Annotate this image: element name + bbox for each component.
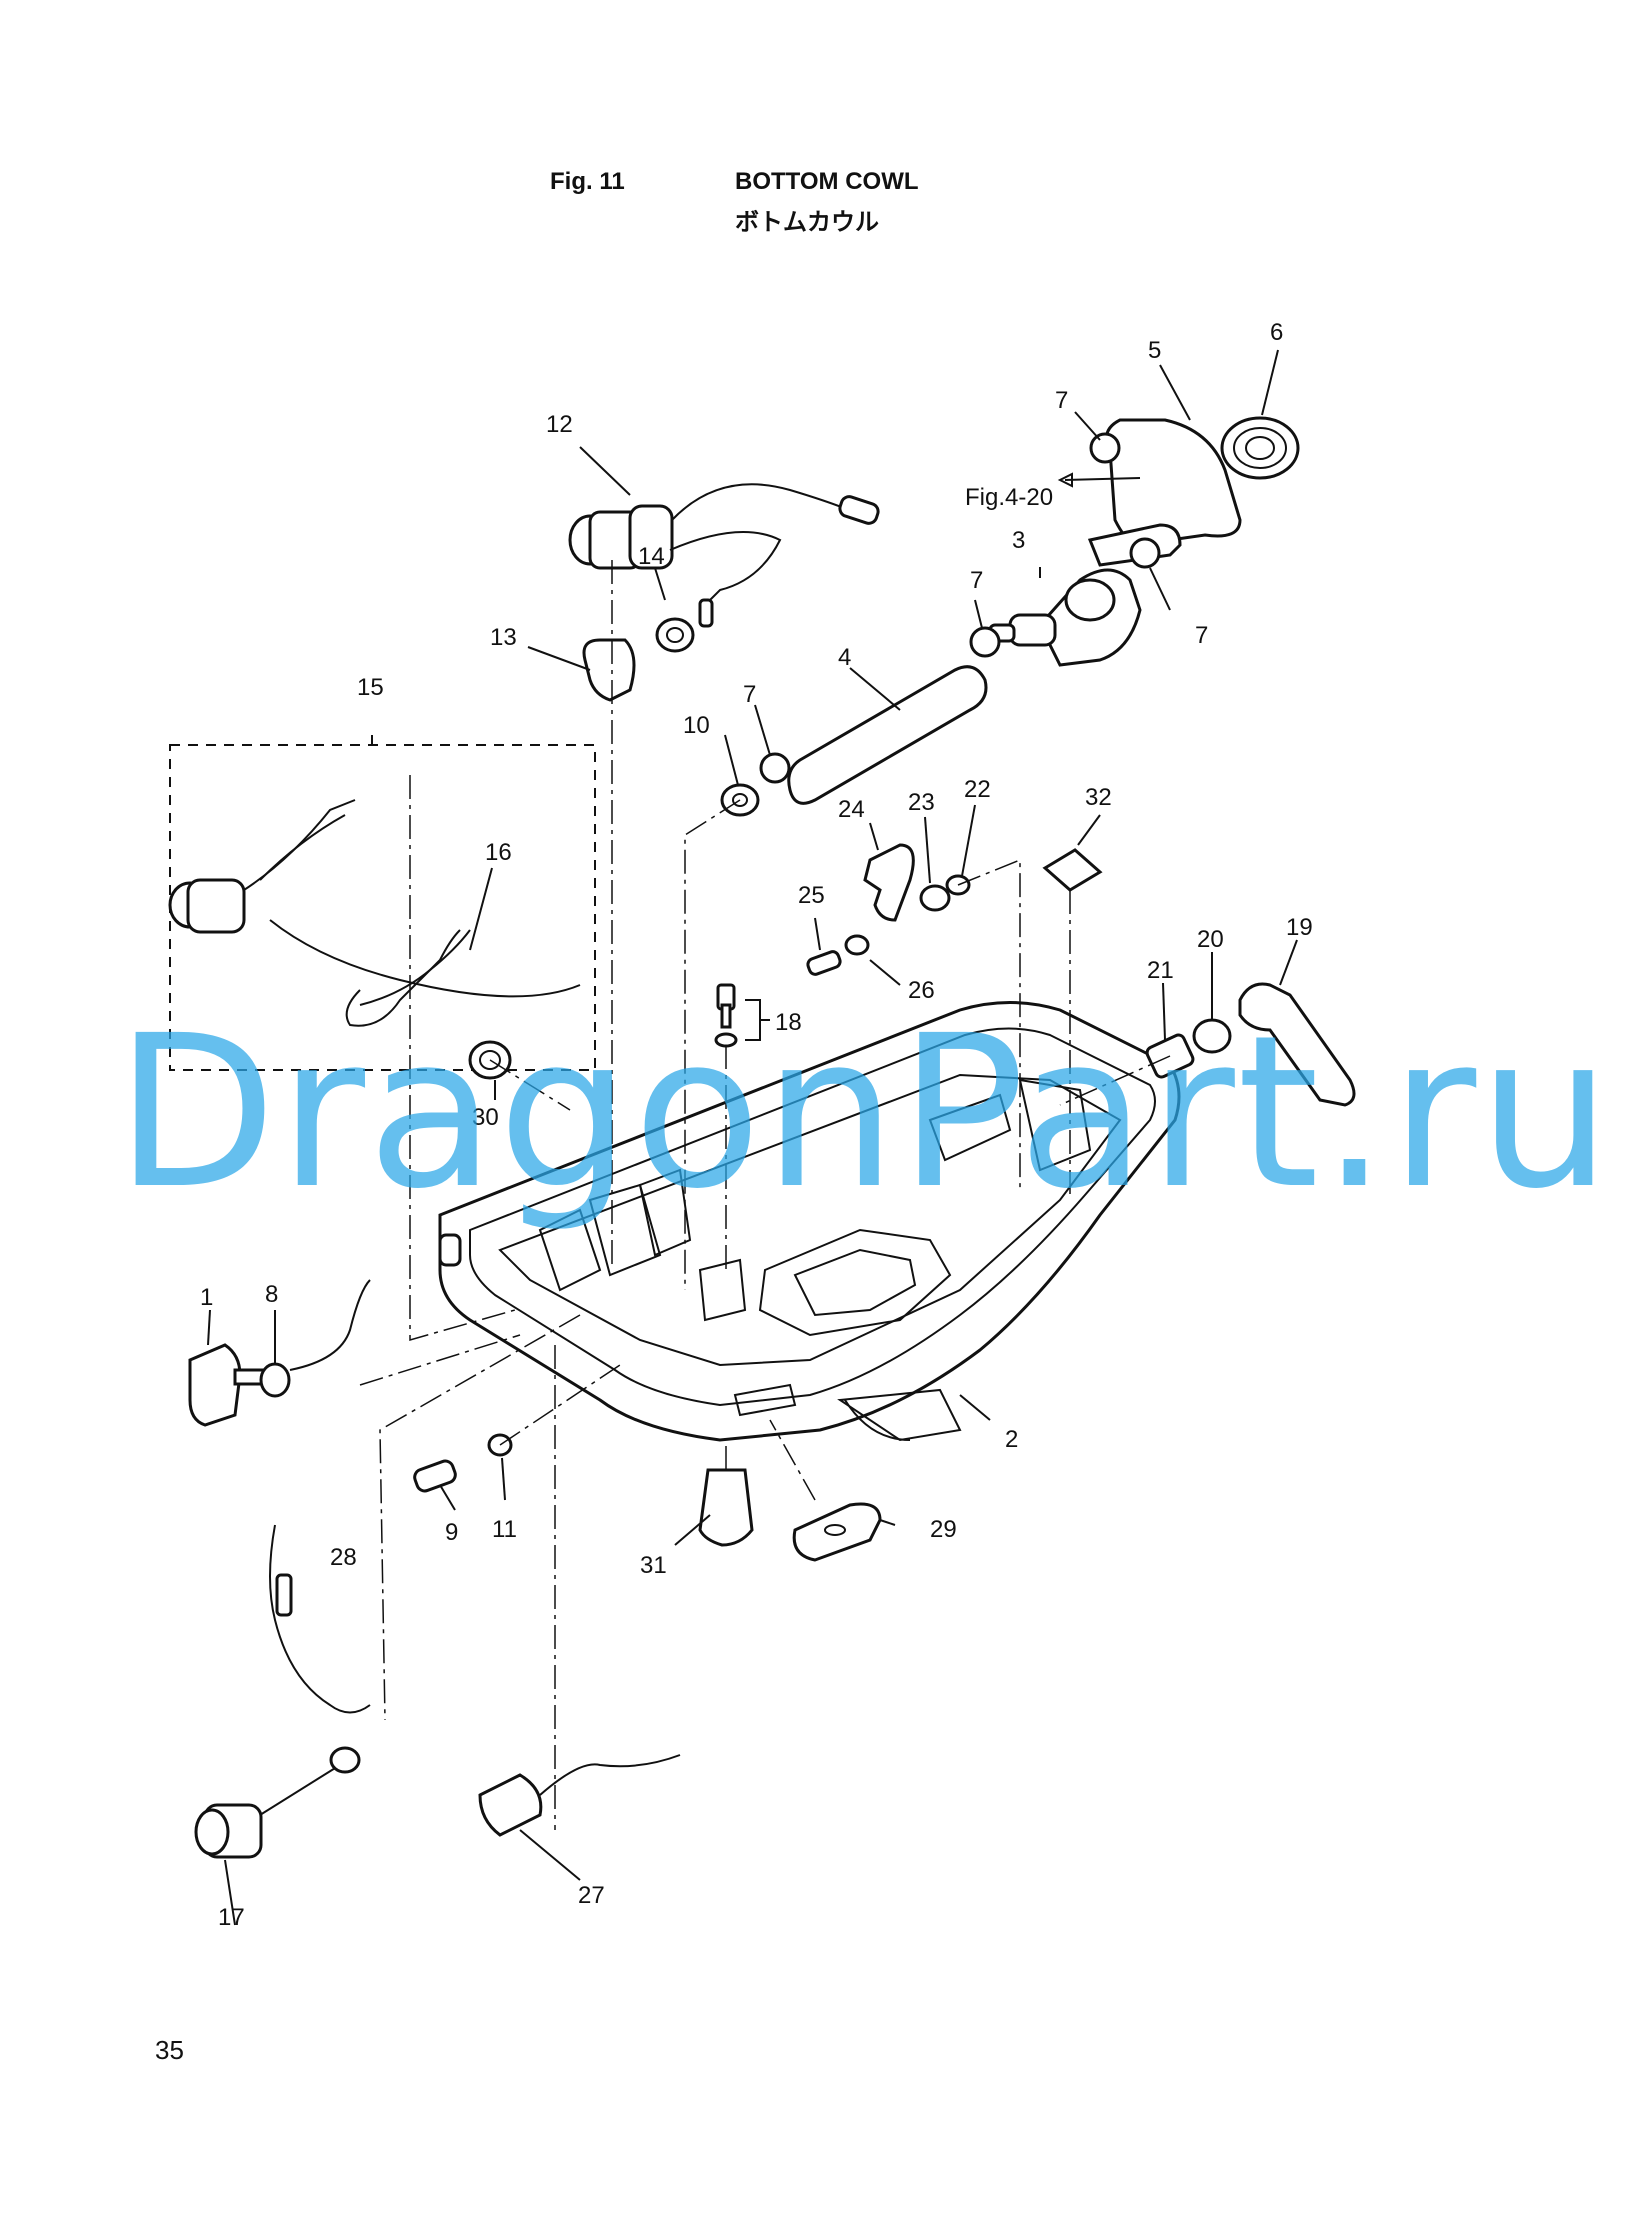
callout-6: 6 [1270,319,1283,346]
part-23-bushing [919,884,951,912]
figure-number: Fig. 11 [550,168,625,195]
part-19-handle-lever [1238,982,1356,1107]
callout-5: 5 [1148,337,1161,364]
part-27-grommet [478,1754,681,1837]
part-24-lever-plate [863,843,915,922]
callout-1: 1 [200,1284,213,1311]
part-17-switch [194,1746,361,1859]
callout-22: 22 [964,776,991,803]
part-13-clip [582,638,636,702]
figure-title-japanese: ボトムカウル [735,208,879,236]
part-18-bolt-and-washer [714,983,738,1048]
callout-16: 16 [485,839,512,866]
callout-23: 23 [908,789,935,816]
callout-8: 8 [265,1281,278,1308]
part-3-valve [988,568,1142,667]
callout-7-mid: 7 [970,567,983,594]
part-14-washer [655,617,695,653]
callout-31: 31 [640,1552,667,1579]
callout-7-left: 7 [743,681,756,708]
leader-lines [207,349,1298,1926]
callout-12: 12 [546,411,573,438]
part-28-wire [269,1524,371,1714]
callout-14: 14 [638,543,665,570]
part-5-hose-bend [1087,418,1242,567]
callout-15: 15 [357,674,384,701]
callout-25: 25 [798,882,825,909]
callout-19: 19 [1286,914,1313,941]
part-25-screw [806,950,842,976]
callout-21: 21 [1147,957,1174,984]
callout-7-right: 7 [1195,622,1208,649]
part-6-grommet [1220,416,1300,480]
callout-18: 18 [775,1009,802,1036]
callout-28: 28 [330,1544,357,1571]
part-12-switch-with-wire [568,483,880,628]
part-31-grommet [698,1468,754,1547]
part-29-cover [792,1502,882,1562]
callout-30: 30 [472,1104,499,1131]
callout-11: 11 [492,1516,517,1543]
page-number: 35 [155,2035,184,2065]
cross-reference-label: Fig.4-20 [965,484,1053,511]
callout-numbers: 1 2 3 4 5 6 7 7 7 7 8 9 11 10 12 13 14 1… [200,319,1313,1931]
part-7-clamps [759,432,1161,784]
assembly-lines [359,560,1171,1830]
part-4-hose [787,665,988,805]
callout-26: 26 [908,977,935,1004]
callout-27: 27 [578,1882,605,1909]
callout-2: 2 [1005,1426,1018,1453]
part-9-connector [413,1459,457,1493]
callout-10: 10 [683,712,710,739]
part-1-stop-switch [188,1343,265,1427]
callout-29: 29 [930,1516,957,1543]
callout-9: 9 [445,1519,458,1546]
callout-7-top: 7 [1055,387,1068,414]
part-26-washer [844,934,870,956]
watermark-text: DragonPart.ru [115,990,1613,1235]
part-16-lanyard-cord [168,799,581,1027]
callout-3: 3 [1012,527,1025,554]
callout-4: 4 [838,644,851,671]
callout-32: 32 [1085,784,1112,811]
part-32-label [1042,848,1103,892]
callout-24: 24 [838,796,865,823]
callout-13: 13 [490,624,517,651]
figure-title: BOTTOM COWL [735,168,919,195]
callout-20: 20 [1197,926,1224,953]
callout-17: 17 [218,1904,245,1931]
